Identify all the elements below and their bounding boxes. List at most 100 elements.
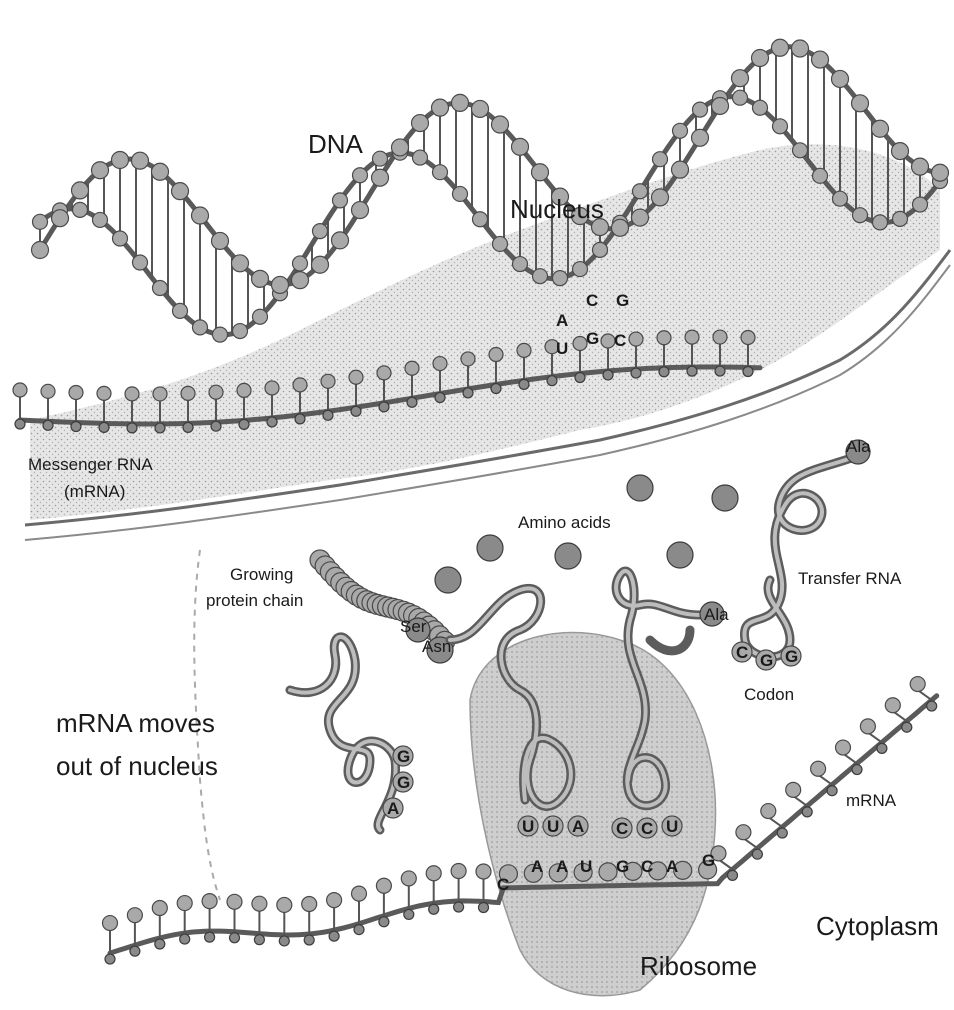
- label-codon: Codon: [744, 685, 794, 704]
- nucleotide-bead: [277, 897, 292, 912]
- nucleotide-bead: [103, 916, 118, 931]
- nucleotide-bead: [429, 904, 439, 914]
- nucleotide-bead: [932, 164, 949, 181]
- nucleotide-bead: [279, 936, 289, 946]
- nucleotide-bead: [792, 40, 809, 57]
- nucleotide-bead: [893, 211, 908, 226]
- nucleotide-bead: [453, 186, 468, 201]
- nucleotide-bead: [153, 281, 168, 296]
- nucleotide-bead: [404, 909, 414, 919]
- nucleotide-bead: [132, 152, 149, 169]
- base-letter: A: [531, 857, 543, 876]
- base-letter: C: [736, 643, 748, 662]
- nucleotide-bead: [252, 270, 269, 287]
- base-letter: U: [666, 817, 678, 836]
- label-protein-chain: protein chain: [206, 591, 303, 610]
- nucleotide-bead: [902, 722, 912, 732]
- nucleotide-bead: [827, 786, 837, 796]
- nucleotide-bead: [793, 143, 808, 158]
- label-ribosome: Ribosome: [640, 951, 757, 981]
- label-mrna-moves: mRNA moves: [56, 708, 215, 738]
- base-letter: A: [556, 857, 568, 876]
- nucleotide-bead: [657, 331, 671, 345]
- nucleotide-bead: [377, 366, 391, 380]
- nucleotide-bead: [405, 361, 419, 375]
- nucleotide-bead: [736, 825, 751, 840]
- nucleotide-bead: [813, 168, 828, 183]
- label-cytoplasm: Cytoplasm: [816, 911, 939, 941]
- nucleotide-bead: [913, 197, 928, 212]
- nucleotide-bead: [130, 946, 140, 956]
- nucleotide-bead: [741, 330, 755, 344]
- base-letter: A: [387, 799, 399, 818]
- nucleotide-bead: [832, 70, 849, 87]
- nucleotide-bead: [177, 896, 192, 911]
- nucleotide-bead: [227, 894, 242, 909]
- nucleotide-bead: [372, 169, 389, 186]
- label-nucleus: Nucleus: [510, 194, 604, 224]
- nucleotide-bead: [752, 849, 762, 859]
- tag-ala-mid: Ala: [704, 605, 729, 624]
- nucleotide-bead: [401, 871, 416, 886]
- nucleotide-bead: [352, 202, 369, 219]
- label-dna: DNA: [308, 129, 364, 159]
- nucleotide-bead: [99, 422, 109, 432]
- base-letter: C: [616, 819, 628, 838]
- nucleotide-bead: [672, 161, 689, 178]
- nucleotide-bead: [354, 925, 364, 935]
- nucleotide-bead: [392, 139, 409, 156]
- nucleotide-bead: [302, 897, 317, 912]
- nucleotide-bead: [293, 378, 307, 392]
- nucleotide-bead: [752, 50, 769, 67]
- nucleotide-bead: [253, 309, 268, 324]
- nucleotide-bead: [802, 807, 812, 817]
- base-letter: G: [586, 329, 599, 348]
- base-letter: U: [556, 339, 568, 358]
- nucleotide-bead: [212, 232, 229, 249]
- nucleotide-bead: [92, 162, 109, 179]
- nucleotide-bead: [113, 231, 128, 246]
- nucleotide-bead: [412, 115, 429, 132]
- nucleotide-bead: [205, 932, 215, 942]
- nucleotide-bead: [33, 214, 48, 229]
- nucleotide-bead: [323, 410, 333, 420]
- nucleotide-bead: [512, 138, 529, 155]
- nucleotide-bead: [685, 330, 699, 344]
- nucleotide-bead: [927, 701, 937, 711]
- nucleotide-bead: [97, 386, 111, 400]
- nucleotide-bead: [753, 100, 768, 115]
- nucleotide-bead: [603, 370, 613, 380]
- nucleotide-bead: [133, 255, 148, 270]
- nucleotide-bead: [15, 419, 25, 429]
- nucleotide-bead: [885, 698, 900, 713]
- nucleotide-bead: [172, 183, 189, 200]
- base-letter: G: [397, 773, 410, 792]
- nucleotide-bead: [265, 381, 279, 395]
- nucleotide-bead: [463, 388, 473, 398]
- nucleotide-bead: [873, 215, 888, 230]
- tag-ser: Ser: [400, 617, 427, 636]
- nucleotide-bead: [693, 102, 708, 117]
- nucleotide-bead: [852, 95, 869, 112]
- nucleotide-bead: [519, 379, 529, 389]
- nucleotide-bead: [860, 719, 875, 734]
- label-out-of-nucleus: out of nucleus: [56, 751, 218, 781]
- nucleotide-bead: [773, 119, 788, 134]
- nucleotide-bead: [295, 414, 305, 424]
- nucleotide-bead: [267, 417, 277, 427]
- nucleotide-bead: [93, 212, 108, 227]
- free-amino-acids: [435, 475, 738, 593]
- nucleotide-bead: [652, 189, 669, 206]
- nucleotide-bead: [351, 406, 361, 416]
- nucleotide-bead: [202, 894, 217, 909]
- nucleotide-bead: [230, 933, 240, 943]
- nucleotide-bead: [112, 151, 129, 168]
- nucleotide-bead: [232, 255, 249, 272]
- nucleotide-bead: [728, 870, 738, 880]
- label-messenger-rna: Messenger RNA: [28, 455, 153, 474]
- base-letter: G: [397, 747, 410, 766]
- nucleotide-bead: [476, 864, 491, 879]
- base-letter: A: [556, 311, 568, 330]
- nucleotide-bead: [105, 954, 115, 964]
